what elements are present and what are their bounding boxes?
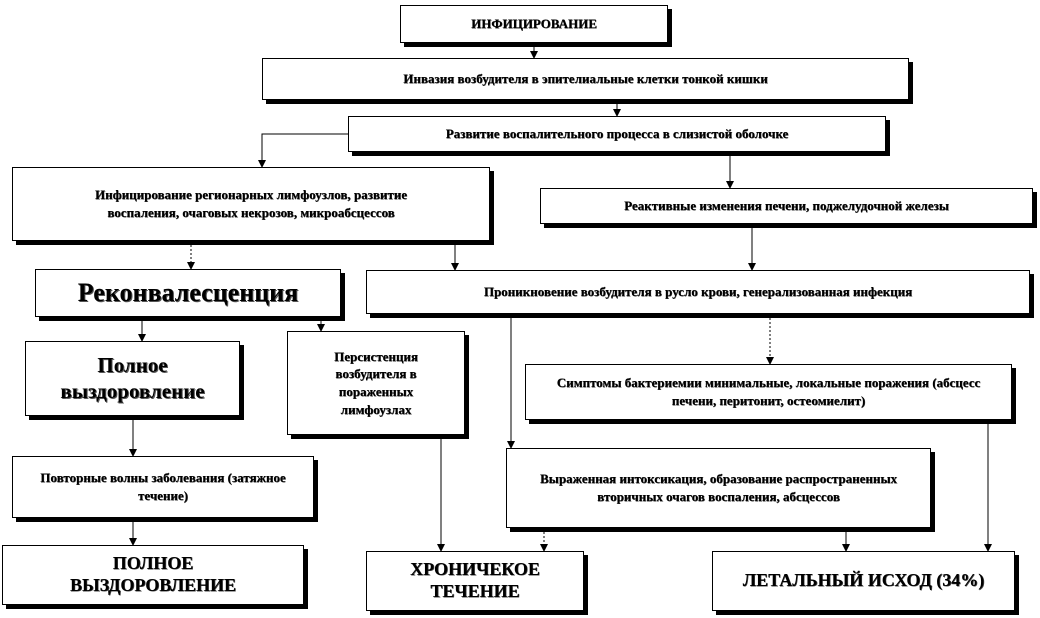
arrow-inflammation-to-lymph-nodes (258, 133, 348, 168)
node-infection: ИНФИЦИРОВАНИЕ (400, 5, 668, 43)
node-intoxication: Выраженная интоксикация, образование рас… (506, 448, 931, 528)
node-bloodstream: Проникновение возбудителя в русло крови,… (366, 270, 1030, 314)
node-lymph-nodes: Инфицирование регионарных лимфоузлов, ра… (12, 167, 490, 241)
node-lethal-outcome: ЛЕТАЛЬНЫЙ ИСХОД (34%) (712, 551, 1015, 611)
node-inflammation: Развитие воспалительного процесса в слиз… (348, 116, 886, 152)
node-full-recovery-1: Полное выздоровление (25, 341, 240, 416)
node-chronic-course: ХРОНИЧЕКОЕ ТЕЧЕНИЕ (366, 551, 584, 611)
node-full-recovery-2: ПОЛНОЕ ВЫЗДОРОВЛЕНИЕ (2, 545, 304, 605)
node-reconvalescence: Реконвалесценция (35, 269, 341, 317)
node-minimal-symptoms: Симптомы бактериемии минимальные, локаль… (525, 364, 1012, 420)
node-persistence: Персистенция возбудителя в пораженных ли… (287, 331, 465, 435)
node-relapse-waves: Повторные волны заболевания (затяжное те… (12, 456, 314, 518)
node-reactive-changes: Реактивные изменения печени, поджелудочн… (540, 188, 1033, 224)
node-invasion: Инвазия возбудителя в эпителиальные клет… (262, 58, 909, 100)
